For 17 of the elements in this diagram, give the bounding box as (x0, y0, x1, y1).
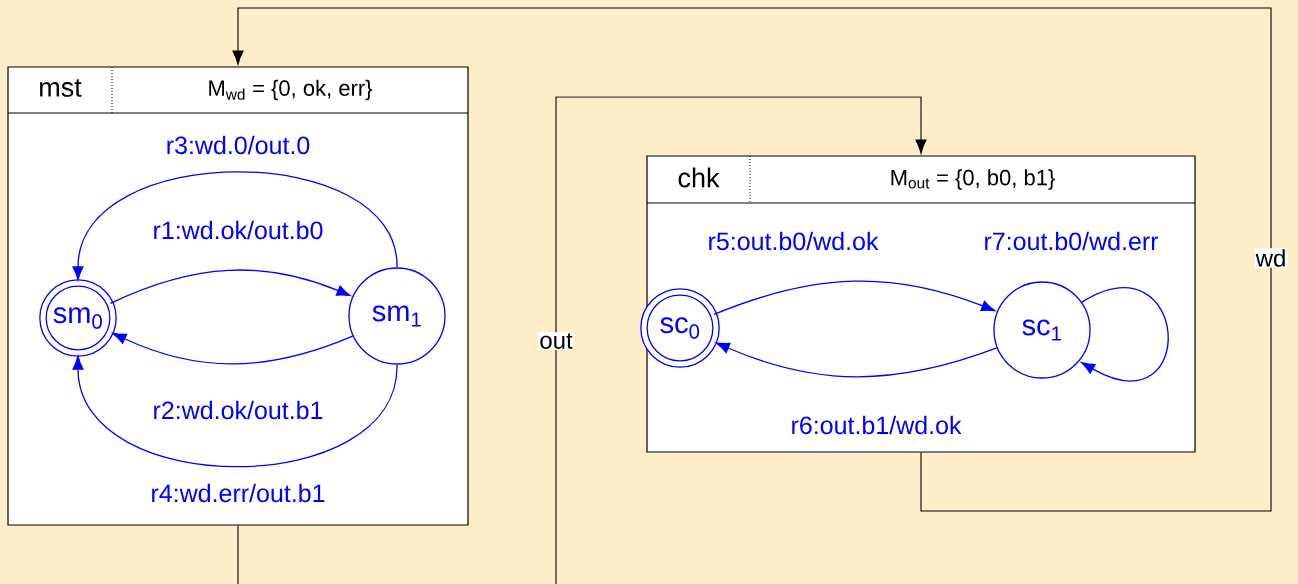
transition-arrow (109, 269, 351, 304)
transition-arrow (112, 332, 354, 365)
transition-arrow (715, 342, 998, 378)
connector-arrow (232, 7, 1272, 512)
alphabet-label: M$_{out}$ = {0, b0, b1} (891, 169, 1055, 190)
transition-arrow (72, 355, 398, 468)
transition-arrow (72, 171, 398, 281)
transition-arrow (1080, 287, 1169, 382)
edge-label: r4:wd.err/out.b1 (149, 482, 327, 504)
edge-label: wd (1254, 248, 1288, 268)
alphabet-label: M$_{wd}$ = {0, ok, err} (209, 79, 373, 101)
edge-label: out (538, 332, 574, 350)
edge-label: r7:out.b0/wd.err (982, 230, 1160, 252)
machine-name: chk (678, 167, 720, 188)
connector-arrow (237, 96, 927, 584)
transition-arrow (713, 280, 996, 316)
machine-name: mst (40, 79, 82, 97)
